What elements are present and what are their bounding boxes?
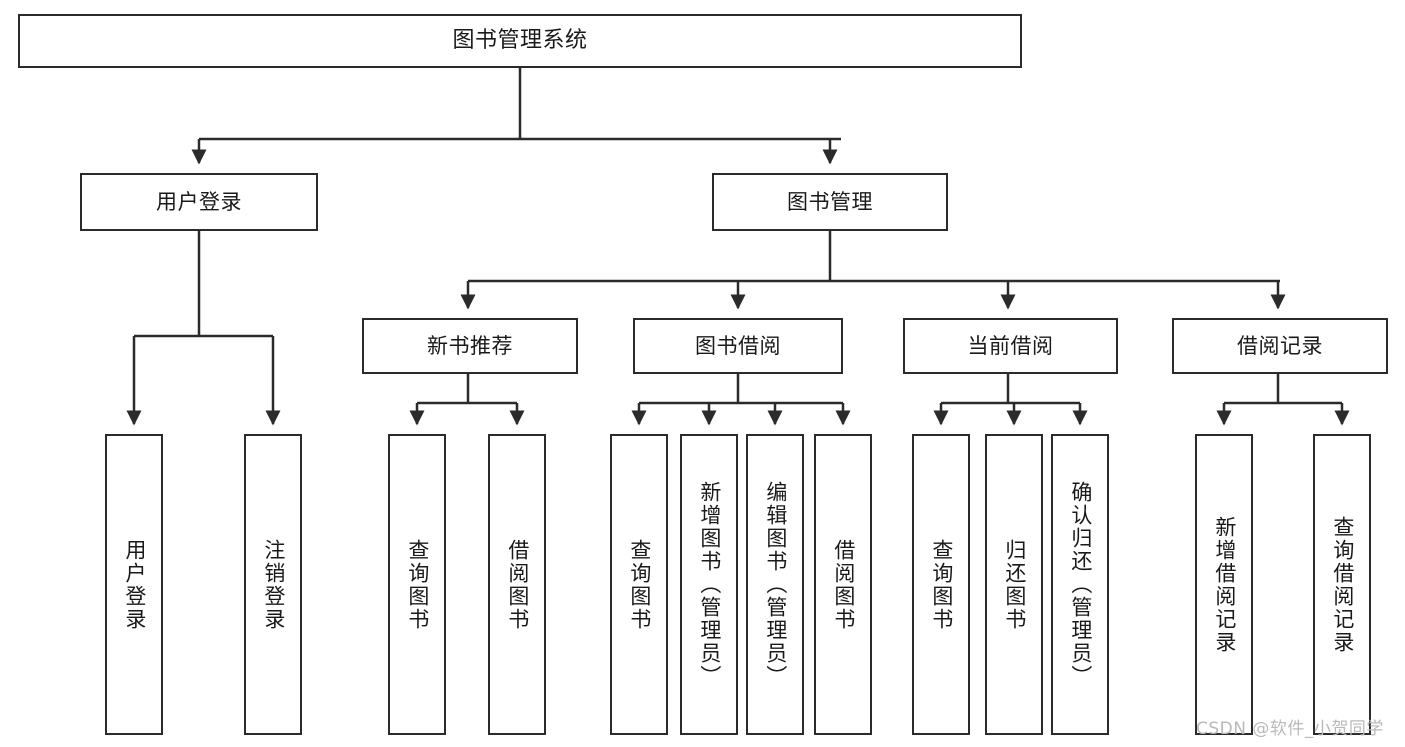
node-confirm-return-admin-label: 确认归还（管理员） [1068, 481, 1093, 688]
node-user-login-leaf[interactable]: 用户登录 [105, 434, 163, 735]
node-borrow-book-borrow-label: 借阅图书 [831, 538, 856, 631]
node-edit-book-admin-label: 编辑图书（管理员） [763, 481, 788, 688]
node-add-book-admin[interactable]: 新增图书（管理员） [680, 434, 738, 735]
csdn-watermark: CSDN @软件_小贺同学 [1196, 719, 1384, 739]
node-current-borrow[interactable]: 当前借阅 [903, 318, 1118, 374]
node-add-borrow-record-label: 新增借阅记录 [1212, 515, 1237, 654]
node-book-borrow-label: 图书借阅 [695, 333, 781, 358]
node-user-login-label: 用户登录 [156, 189, 242, 214]
node-book-management[interactable]: 图书管理 [712, 173, 948, 231]
node-edit-book-admin[interactable]: 编辑图书（管理员） [746, 434, 804, 735]
node-borrow-record-label: 借阅记录 [1237, 333, 1323, 358]
node-book-management-label: 图书管理 [787, 189, 873, 214]
node-root-label: 图书管理系统 [452, 28, 588, 54]
node-borrow-record[interactable]: 借阅记录 [1172, 318, 1388, 374]
node-new-book-recommend[interactable]: 新书推荐 [362, 318, 578, 374]
node-book-borrow[interactable]: 图书借阅 [633, 318, 843, 374]
node-return-book[interactable]: 归还图书 [985, 434, 1043, 735]
node-query-book-recommend[interactable]: 查询图书 [388, 434, 446, 735]
node-query-book-borrow-label: 查询图书 [627, 538, 652, 631]
node-query-book-recommend-label: 查询图书 [405, 538, 430, 631]
node-query-borrow-record[interactable]: 查询借阅记录 [1313, 434, 1371, 735]
node-logout-leaf-label: 注销登录 [261, 538, 286, 631]
node-query-book-borrow[interactable]: 查询图书 [610, 434, 668, 735]
node-current-borrow-label: 当前借阅 [967, 333, 1054, 358]
node-new-book-recommend-label: 新书推荐 [427, 333, 513, 358]
node-root[interactable]: 图书管理系统 [18, 14, 1022, 68]
node-confirm-return-admin[interactable]: 确认归还（管理员） [1051, 434, 1109, 735]
node-user-login[interactable]: 用户登录 [80, 173, 318, 231]
node-borrow-book-borrow[interactable]: 借阅图书 [814, 434, 872, 735]
node-borrow-book-recommend-label: 借阅图书 [505, 538, 530, 631]
node-return-book-label: 归还图书 [1002, 538, 1027, 631]
node-query-borrow-record-label: 查询借阅记录 [1330, 515, 1355, 654]
node-logout-leaf[interactable]: 注销登录 [244, 434, 302, 735]
node-query-book-current-label: 查询图书 [929, 538, 954, 631]
node-user-login-leaf-label: 用户登录 [122, 538, 147, 631]
node-add-book-admin-label: 新增图书（管理员） [697, 481, 722, 688]
node-query-book-current[interactable]: 查询图书 [912, 434, 970, 735]
node-add-borrow-record[interactable]: 新增借阅记录 [1195, 434, 1253, 735]
node-borrow-book-recommend[interactable]: 借阅图书 [488, 434, 546, 735]
